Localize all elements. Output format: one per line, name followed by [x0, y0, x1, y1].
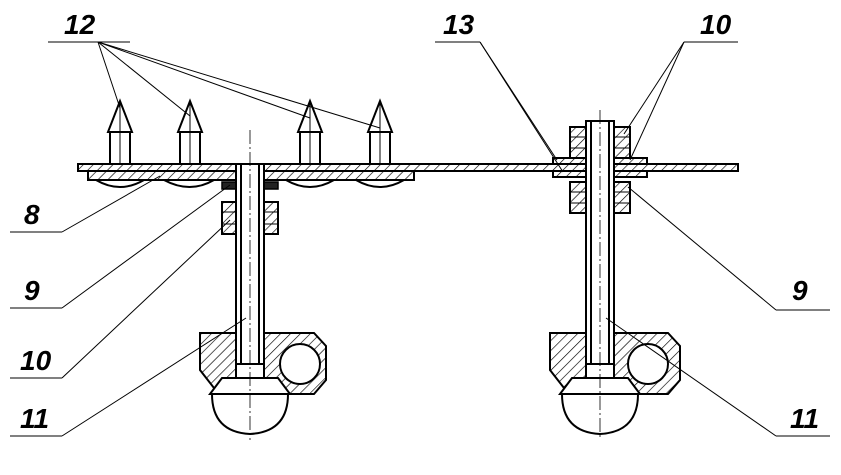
leader-12 — [48, 41, 381, 129]
mounting-plate — [77, 163, 739, 172]
leader-10-left — [10, 219, 231, 379]
label-11-left: 11 — [20, 403, 49, 434]
spike-3 — [285, 98, 335, 188]
leader-10-top — [623, 41, 738, 161]
leader-8 — [10, 175, 161, 233]
label-9-right: 9 — [792, 275, 808, 306]
left-bearing-housing-11 — [199, 332, 327, 436]
leader-13 — [435, 41, 564, 173]
right-washer-13 — [552, 157, 648, 178]
leader-11-left — [10, 317, 247, 437]
leader-11-right — [605, 317, 830, 437]
right-bearing-housing-11 — [549, 332, 681, 436]
spike-4 — [355, 98, 405, 188]
leader-9-left — [10, 184, 231, 309]
label-11-right: 11 — [790, 403, 819, 434]
label-8: 8 — [24, 199, 40, 230]
label-13: 13 — [443, 9, 475, 40]
label-10-left: 10 — [20, 345, 52, 376]
label-12: 12 — [64, 9, 96, 40]
label-9-left: 9 — [24, 275, 40, 306]
label-10-top: 10 — [700, 9, 732, 40]
spike-1 — [95, 98, 145, 188]
spike-2 — [163, 98, 215, 188]
leader-9-right — [627, 186, 830, 311]
